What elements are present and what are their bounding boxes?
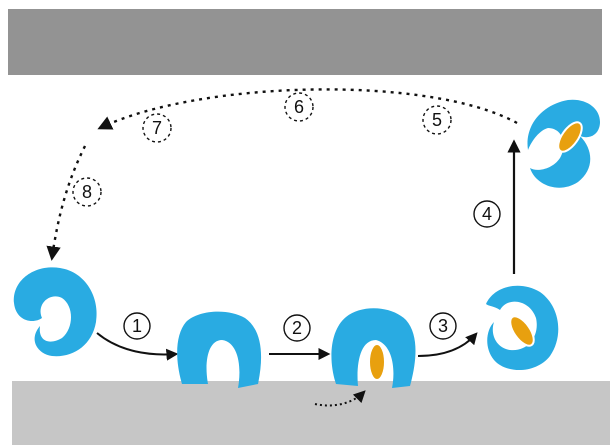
return-path-dotted <box>97 88 518 130</box>
descent-path-dotted <box>46 145 87 261</box>
step-6-circle <box>284 92 314 122</box>
protein-delivering-cargo <box>527 99 600 188</box>
step-2-circle <box>283 314 311 342</box>
step-5-circle <box>422 105 452 135</box>
step-2-label: 2 <box>292 318 302 338</box>
protein-closed-with-cargo <box>486 285 559 371</box>
cargo-molecule-icon <box>557 121 583 153</box>
step-3-circle <box>429 312 457 340</box>
step-3-label: 3 <box>438 316 448 336</box>
protein-shape-icon <box>331 308 416 388</box>
protein-shape-icon <box>486 285 559 371</box>
cargo-molecule-icon <box>368 343 386 381</box>
step-3-arrow <box>417 332 478 357</box>
cargo-entry-arrow-dotted <box>314 390 366 407</box>
step-6-label: 6 <box>294 97 304 117</box>
protein-shape-icon <box>177 311 262 388</box>
step-1-circle <box>123 312 151 340</box>
protein-membrane-bound <box>177 311 262 388</box>
protein-free-closed <box>13 267 97 357</box>
cargo-molecule-icon <box>509 315 535 347</box>
top-membrane <box>8 9 602 75</box>
step-4-circle <box>473 200 501 228</box>
step-1-arrow <box>96 332 179 361</box>
step-5-label: 5 <box>432 110 442 130</box>
bottom-membrane <box>12 381 610 445</box>
step-7-label: 7 <box>152 118 162 138</box>
step-1-label: 1 <box>132 316 142 336</box>
step-8-circle <box>72 177 102 207</box>
protein-loading-cargo <box>331 308 416 388</box>
step-8-label: 8 <box>82 182 92 202</box>
step-4-label: 4 <box>482 204 492 224</box>
step-7-circle <box>142 113 172 143</box>
protein-shape-icon <box>13 267 97 357</box>
